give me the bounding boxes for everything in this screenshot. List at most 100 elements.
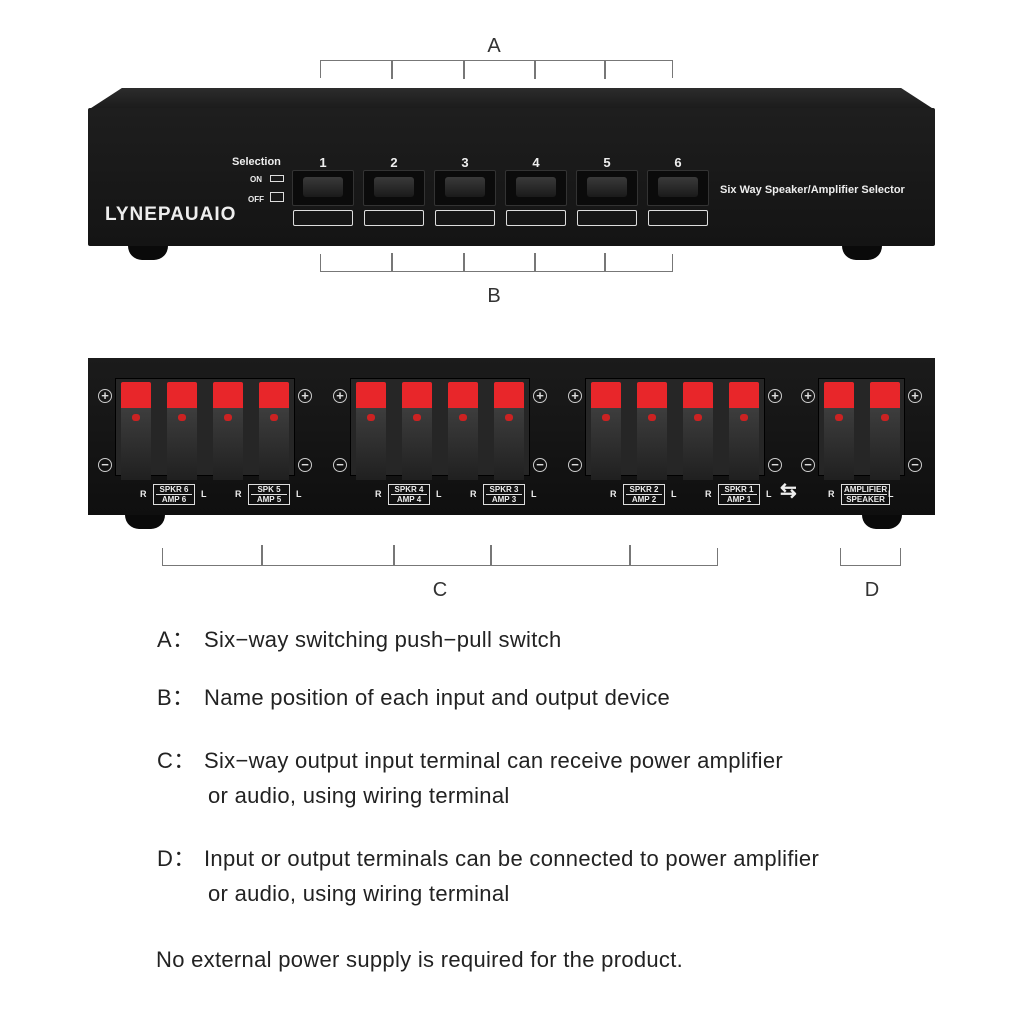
tag-top: SPKR 2 xyxy=(629,485,659,494)
speaker-terminal[interactable] xyxy=(167,382,197,480)
product-name: Six Way Speaker/Amplifier Selector xyxy=(720,184,905,196)
switch-cap xyxy=(516,177,556,197)
tag-top: SPK 5 xyxy=(257,485,281,494)
speaker-terminal[interactable] xyxy=(259,382,289,480)
speaker-terminal[interactable] xyxy=(448,382,478,480)
description-item: D：Input or output terminals can be conne… xyxy=(157,841,819,911)
channel-number: 2 xyxy=(390,155,398,170)
minus-icon: − xyxy=(533,458,547,472)
callout-a-bracket xyxy=(320,60,673,79)
plus-icon: + xyxy=(333,389,347,403)
description-key: A： xyxy=(157,627,195,652)
speaker-terminal[interactable] xyxy=(213,382,243,480)
speaker-terminal[interactable] xyxy=(494,382,524,480)
callout-d-bracket xyxy=(840,548,901,566)
selector-switch[interactable] xyxy=(576,170,638,206)
plus-icon: + xyxy=(533,389,547,403)
speaker-terminal[interactable] xyxy=(356,382,386,480)
description-line: B：Name position of each input and output… xyxy=(157,680,670,715)
description-text: Six−way output input terminal can receiv… xyxy=(204,748,783,773)
device-top xyxy=(88,88,935,110)
selection-label: Selection xyxy=(232,156,281,168)
minus-icon: − xyxy=(908,458,922,472)
terminal-hole xyxy=(178,414,186,421)
terminal-hole xyxy=(270,414,278,421)
minus-icon: − xyxy=(568,458,582,472)
plus-icon: + xyxy=(298,389,312,403)
speaker-terminal[interactable] xyxy=(637,382,667,480)
terminal-hole xyxy=(881,414,889,421)
terminal-lever xyxy=(259,382,289,408)
l-label: L xyxy=(201,489,207,499)
foot xyxy=(862,515,902,529)
description-item: A：Six−way switching push−pull switch xyxy=(157,622,561,657)
plus-icon: + xyxy=(98,389,112,403)
selector-switch[interactable] xyxy=(363,170,425,206)
terminal-lever xyxy=(494,382,524,408)
switch-cap xyxy=(303,177,343,197)
bracket-tick xyxy=(534,253,536,271)
speaker-terminal[interactable] xyxy=(121,382,151,480)
name-label-slot xyxy=(577,210,637,226)
tag-top: SPKR 3 xyxy=(489,485,519,494)
callout-a-label: A xyxy=(487,35,501,57)
tag-bottom: AMP 3 xyxy=(486,494,522,504)
description-line: C：Six−way output input terminal can rece… xyxy=(157,743,783,778)
speaker-terminal[interactable] xyxy=(729,382,759,480)
r-label: R xyxy=(140,489,147,499)
selector-switch[interactable] xyxy=(434,170,496,206)
tag-top: AMPLIFIER xyxy=(844,485,888,494)
speaker-terminal[interactable] xyxy=(591,382,621,480)
selector-switch[interactable] xyxy=(647,170,709,206)
description-item: B：Name position of each input and output… xyxy=(157,680,670,715)
l-label: L xyxy=(296,489,302,499)
callout-c-bracket xyxy=(162,545,718,566)
plus-icon: + xyxy=(801,389,815,403)
tag-top: SPKR 6 xyxy=(159,485,189,494)
bracket-tick xyxy=(463,61,465,79)
speaker-terminal[interactable] xyxy=(824,382,854,480)
callout-b-bracket xyxy=(320,253,673,272)
terminal-lever xyxy=(824,382,854,408)
foot xyxy=(125,515,165,529)
terminal-lever xyxy=(870,382,900,408)
terminal-hole xyxy=(694,414,702,421)
on-state-icon xyxy=(270,175,284,182)
l-label: L xyxy=(766,489,772,499)
selector-switch[interactable] xyxy=(292,170,354,206)
terminal-hole xyxy=(740,414,748,421)
terminal-lever xyxy=(683,382,713,408)
minus-icon: − xyxy=(768,458,782,472)
selector-switch[interactable] xyxy=(505,170,567,206)
speaker-terminal[interactable] xyxy=(870,382,900,480)
footer-note: No external power supply is required for… xyxy=(156,947,684,972)
r-label: R xyxy=(470,489,477,499)
switch-cap xyxy=(445,177,485,197)
bracket-tick xyxy=(490,545,492,565)
terminal-hole xyxy=(602,414,610,421)
terminal-lever xyxy=(213,382,243,408)
l-label: L xyxy=(888,489,894,499)
channel-number: 1 xyxy=(319,155,327,170)
brand-logo: LYNEPAUAIO xyxy=(105,204,237,225)
terminal-hole xyxy=(459,414,467,421)
terminal-lever xyxy=(637,382,667,408)
terminal-hole xyxy=(413,414,421,421)
bracket-tick xyxy=(604,253,606,271)
description-continuation: or audio, using wiring terminal xyxy=(208,783,510,808)
r-label: R xyxy=(235,489,242,499)
terminal-hole xyxy=(224,414,232,421)
name-label-slot xyxy=(293,210,353,226)
callout-c-label: C xyxy=(432,579,448,601)
terminal-lever xyxy=(356,382,386,408)
description-key: B： xyxy=(157,685,195,710)
switch-cap xyxy=(587,177,627,197)
description-item: C：Six−way output input terminal can rece… xyxy=(157,743,783,813)
speaker-terminal[interactable] xyxy=(683,382,713,480)
description-key: D： xyxy=(157,846,196,871)
r-label: R xyxy=(375,489,382,499)
speaker-terminal[interactable] xyxy=(402,382,432,480)
